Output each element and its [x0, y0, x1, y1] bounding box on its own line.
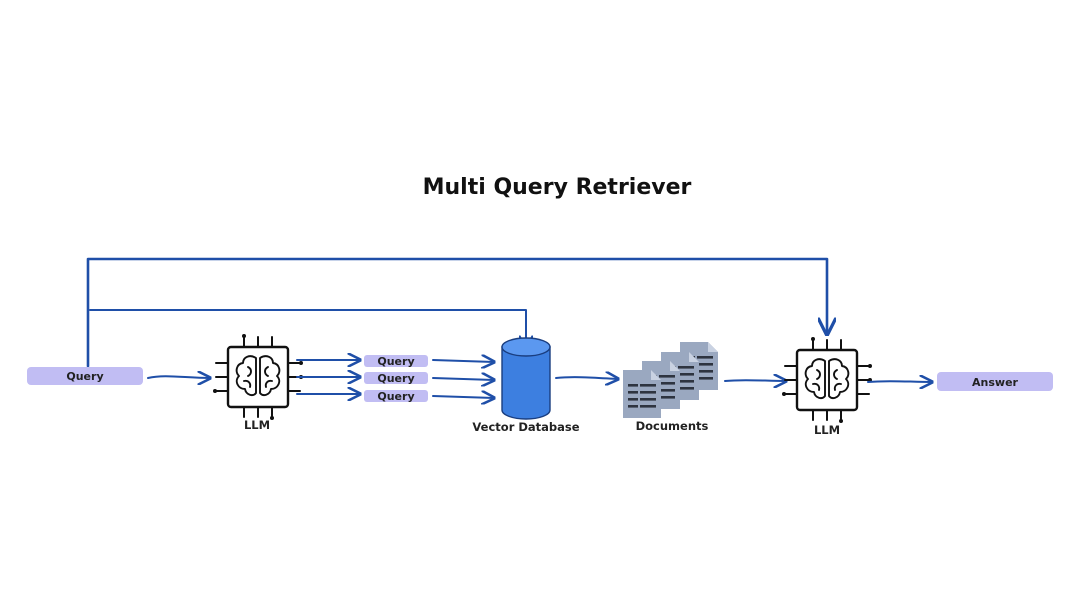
- arrow-llm-to-answer: [867, 381, 932, 382]
- arrow-query-1-to-db: [432, 360, 494, 362]
- generated-query-1-label: Query: [377, 355, 414, 368]
- vector-db-label: Vector Database: [472, 420, 579, 434]
- arrow-query-3-to-db: [432, 396, 494, 398]
- answer-node: Answer: [937, 372, 1053, 391]
- diagram-title: Multi Query Retriever: [423, 175, 692, 200]
- llm-2-icon: [780, 335, 874, 425]
- bypass-connector-to-vector-db: [89, 309, 526, 348]
- answer-label: Answer: [972, 376, 1019, 389]
- input-query-node: Query: [27, 367, 143, 385]
- arrow-db-to-documents: [555, 377, 618, 379]
- arrow-documents-to-llm: [724, 380, 786, 381]
- documents-label: Documents: [636, 419, 709, 433]
- llm-1-label: LLM: [244, 418, 270, 432]
- arrow-query-2-to-db: [432, 378, 494, 380]
- arrow-query-to-llm: [147, 376, 210, 378]
- documents-stack-icon: [623, 342, 718, 418]
- input-query-pill: [27, 367, 143, 385]
- generated-query-1: Query: [364, 355, 428, 368]
- llm-1-icon: [211, 332, 305, 422]
- answer-pill: [937, 372, 1053, 391]
- generated-query-2: Query: [364, 372, 428, 385]
- generated-query-3: Query: [364, 390, 428, 403]
- generated-query-3-label: Query: [377, 390, 414, 403]
- database-cylinder-icon: [501, 337, 551, 420]
- llm-2-label: LLM: [814, 423, 840, 437]
- generated-query-2-label: Query: [377, 372, 414, 385]
- input-query-label: Query: [66, 370, 103, 383]
- bypass-connector-to-llm: [86, 257, 827, 368]
